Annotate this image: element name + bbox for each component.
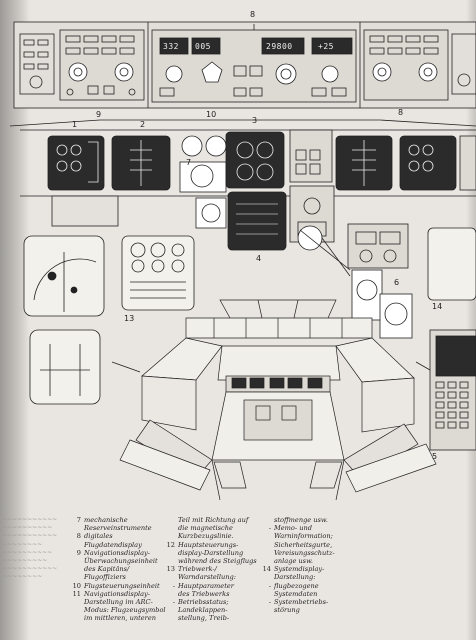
figure-number-7: 7 bbox=[186, 158, 192, 167]
figure-number-9: 9 bbox=[96, 110, 102, 119]
figure-number-8b: 8 bbox=[398, 108, 404, 117]
figure-number-5: 5 bbox=[432, 452, 438, 461]
speed-readout: 332 bbox=[163, 42, 179, 51]
cockpit-illustration bbox=[9, 21, 476, 501]
figure-number-4: 4 bbox=[256, 254, 262, 263]
figure-number-2: 2 bbox=[140, 120, 146, 129]
figure-number-14: 14 bbox=[432, 302, 443, 311]
figure-number-8: 8 bbox=[250, 10, 256, 19]
page-edge-shadow bbox=[466, 0, 476, 640]
figure-number-10: 10 bbox=[206, 110, 217, 119]
figure-number-13: 13 bbox=[124, 314, 135, 323]
figure-number-1: 1 bbox=[72, 120, 78, 129]
altitude-readout: 29800 bbox=[266, 42, 293, 51]
figure-number-6: 6 bbox=[394, 278, 400, 287]
vspeed-readout: +25 bbox=[318, 42, 334, 51]
heading-readout: 005 bbox=[195, 42, 211, 51]
bleed-through-text: ~~~~~~~~~~~~~~~~~~~~~~~~~~~~~~~~~~~~~~~~… bbox=[2, 516, 58, 581]
figure-number-3: 3 bbox=[252, 116, 258, 125]
